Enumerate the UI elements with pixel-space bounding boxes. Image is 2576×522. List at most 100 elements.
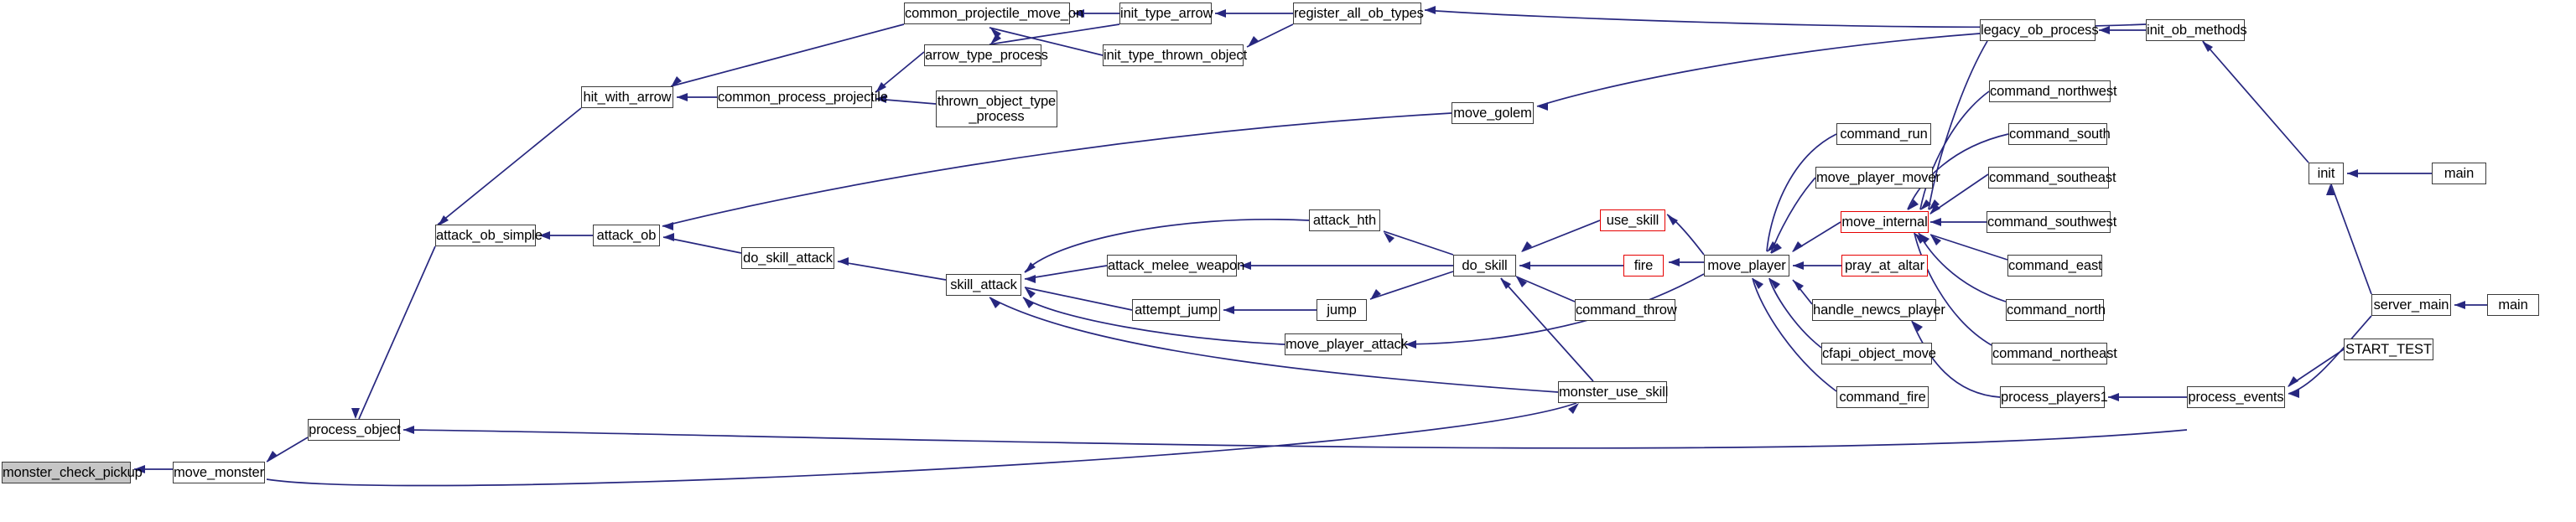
graph-node-do_skill[interactable]: do_skill (1453, 255, 1516, 277)
graph-node-jump[interactable]: jump (1317, 299, 1367, 321)
graph-edge (1536, 33, 1981, 111)
edge-arrowhead (989, 297, 1000, 308)
graph-node-common_process_projectile[interactable]: common_process_projectile (717, 86, 888, 108)
graph-node-label: move_player (1707, 257, 1786, 273)
graph-node-label: command_throw (1576, 302, 1677, 318)
graph-node-command_southwest[interactable]: command_southwest (1987, 211, 2116, 233)
edge-arrowhead (1073, 9, 1084, 18)
graph-node-move_internal[interactable]: move_internal (1841, 211, 1929, 233)
edge-arrowhead (1912, 321, 1923, 332)
graph-node-process_object[interactable]: process_object (308, 419, 401, 441)
graph-node-use_skill[interactable]: use_skill (1600, 209, 1665, 231)
graph-node-main_server[interactable]: main (2487, 294, 2539, 316)
edge-arrowhead (267, 451, 278, 462)
edge-arrowhead (1384, 232, 1394, 243)
graph-node-label: pray_at_altar (1844, 257, 1924, 273)
edge-arrowhead (1240, 261, 1251, 270)
graph-node-attack_melee_weapon[interactable]: attack_melee_weapon (1107, 255, 1245, 277)
graph-node-command_southeast[interactable]: command_southeast (1988, 167, 2116, 189)
graph-edge (539, 231, 593, 240)
graph-node-label: command_northeast (1992, 345, 2117, 361)
graph-node-label: main (2498, 297, 2528, 313)
graph-edge (2099, 26, 2146, 34)
graph-edge (1929, 234, 2008, 261)
graph-node-monster_use_skill[interactable]: monster_use_skill (1558, 381, 1668, 403)
graph-node-server_main[interactable]: server_main (2371, 294, 2451, 316)
edge-arrowhead (1793, 261, 1804, 270)
graph-edge (2454, 301, 2487, 309)
graph-node-move_player_mover[interactable]: move_player_mover (1815, 167, 1940, 189)
edge-arrowhead (663, 233, 674, 241)
edge-arrowhead (875, 95, 886, 103)
edge-arrowhead (1537, 102, 1548, 111)
graph-node-attack_hth[interactable]: attack_hth (1309, 209, 1380, 231)
graph-node-label: common_process_projectile (718, 89, 888, 105)
graph-node-init[interactable]: init (2309, 163, 2344, 184)
edge-arrowhead (1920, 199, 1931, 210)
graph-node-fire[interactable]: fire (1623, 255, 1664, 277)
graph-edge (1914, 232, 1992, 346)
graph-node-hit_with_arrow[interactable]: hit_with_arrow (581, 86, 673, 108)
graph-node-move_player_attack[interactable]: move_player_attack (1285, 333, 1408, 355)
graph-node-command_northwest[interactable]: command_northwest (1989, 80, 2117, 102)
graph-edge (1930, 218, 1987, 226)
graph-node-label: attack_melee_weapon (1108, 257, 1245, 273)
graph-node-common_projectile_move_on[interactable]: common_projectile_move_on (904, 3, 1083, 24)
graph-node-move_monster[interactable]: move_monster (173, 462, 265, 483)
graph-node-command_throw[interactable]: command_throw (1575, 299, 1677, 321)
graph-edge (1770, 177, 1816, 254)
edge-arrowhead (1568, 403, 1579, 414)
graph-edge (1919, 90, 1990, 210)
graph-edge (1519, 261, 1623, 270)
graph-node-attack_ob[interactable]: attack_ob (593, 225, 660, 246)
graph-edge (1521, 220, 1601, 252)
graph-node-arrow_type_process[interactable]: arrow_type_process (924, 44, 1048, 66)
graph-edge (402, 426, 2188, 449)
graph-node-init_type_arrow[interactable]: init_type_arrow (1119, 3, 1213, 24)
graph-node-command_east[interactable]: command_east (2007, 255, 2102, 277)
graph-node-attack_ob_simple[interactable]: attack_ob_simple (435, 225, 543, 246)
graph-node-move_golem[interactable]: move_golem (1452, 102, 1534, 124)
graph-node-main_init[interactable]: main (2432, 163, 2486, 184)
graph-node-command_south[interactable]: command_south (2008, 123, 2111, 145)
graph-node-skill_attack[interactable]: skill_attack (946, 274, 1021, 296)
graph-node-label: fire (1633, 257, 1654, 273)
edge-arrowhead (2326, 184, 2334, 195)
edge-arrowhead (1223, 306, 1234, 314)
graph-node-process_players1[interactable]: process_players1 (2000, 386, 2108, 408)
graph-node-legacy_ob_process[interactable]: legacy_ob_process (1980, 19, 2099, 41)
graph-node-monster_check_pickup[interactable]: monster_check_pickup (2, 462, 143, 483)
graph-edge (989, 23, 1120, 45)
graph-node-label: server_main (2373, 297, 2449, 313)
edge-arrowhead (1771, 243, 1782, 254)
graph-node-label: move_monster (174, 464, 264, 480)
graph-edge (266, 402, 1579, 487)
graph-node-init_ob_methods[interactable]: init_ob_methods (2146, 19, 2247, 41)
graph-edge (670, 23, 905, 87)
graph-node-label: thrown_object_type _process (937, 93, 1057, 124)
graph-node-attempt_jump[interactable]: attempt_jump (1132, 299, 1220, 321)
graph-node-register_all_ob_types[interactable]: register_all_ob_types (1293, 3, 1424, 24)
graph-node-command_run[interactable]: command_run (1836, 123, 1931, 145)
graph-node-label: attack_ob_simple (436, 227, 543, 243)
graph-node-cfapi_object_move[interactable]: cfapi_object_move (1821, 343, 1936, 364)
graph-node-do_skill_attack[interactable]: do_skill_attack (741, 247, 834, 269)
graph-node-label: do_skill_attack (743, 250, 833, 266)
graph-edge (1240, 261, 1453, 270)
graph-node-move_player[interactable]: move_player (1704, 255, 1789, 277)
graph-node-handle_newcs_player[interactable]: handle_newcs_player (1812, 299, 1945, 321)
graph-node-thrown_object_type_process[interactable]: thrown_object_type _process (936, 90, 1057, 127)
graph-edge (2347, 169, 2432, 178)
graph-node-init_type_thrown_object[interactable]: init_type_thrown_object (1103, 44, 1247, 66)
edge-arrowhead (2454, 301, 2465, 309)
graph-edge (1024, 219, 1310, 273)
graph-node-command_northeast[interactable]: command_northeast (1992, 343, 2117, 364)
graph-node-process_events[interactable]: process_events (2187, 386, 2285, 408)
graph-node-START_TEST[interactable]: START_TEST (2344, 339, 2433, 360)
graph-edge (989, 297, 1559, 393)
graph-node-command_north[interactable]: command_north (2006, 299, 2106, 321)
graph-node-command_fire[interactable]: command_fire (1836, 386, 1929, 408)
graph-edge (1515, 276, 1576, 302)
graph-node-pray_at_altar[interactable]: pray_at_altar (1841, 255, 1928, 277)
